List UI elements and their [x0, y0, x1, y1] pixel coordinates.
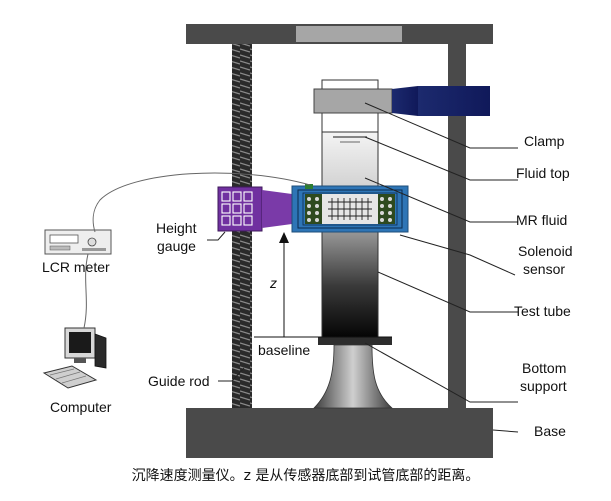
- tower: [94, 333, 107, 369]
- clamp-knob: [418, 86, 490, 116]
- height-gauge: [217, 186, 292, 232]
- label-mr-fluid: MR fluid: [516, 212, 567, 228]
- lcr-meter: [44, 229, 112, 255]
- coil-right: [378, 194, 395, 224]
- top-beam-center: [296, 26, 402, 42]
- label-solenoid-2: sensor: [523, 261, 565, 277]
- figure-caption: 沉降速度测量仪。z 是从传感器底部到试管底部的距离。: [131, 468, 480, 484]
- z-arrow-head: [279, 232, 289, 243]
- z-measurement: [254, 232, 392, 338]
- label-test-tube: Test tube: [514, 303, 571, 319]
- label-height-2: gauge: [157, 238, 196, 254]
- label-z: z: [269, 275, 277, 291]
- leader-lines: [207, 102, 519, 433]
- sensor-cable: [92, 172, 311, 233]
- right-post: [448, 44, 466, 409]
- bottom-support: [313, 337, 394, 409]
- label-lcr-meter: LCR meter: [42, 259, 110, 275]
- computer-cable: [83, 253, 89, 329]
- coil-left: [305, 194, 322, 224]
- gauge-display: [217, 186, 263, 232]
- label-solenoid-1: Solenoid: [518, 243, 573, 259]
- tube-fluid: [321, 131, 379, 338]
- label-computer: Computer: [50, 399, 112, 415]
- support-plate: [318, 337, 392, 345]
- label-bottom-2: support: [520, 378, 567, 394]
- label-height-1: Height: [156, 220, 197, 236]
- coil-windings: [307, 197, 392, 222]
- clamp-screw: [392, 86, 418, 116]
- monitor-stand: [74, 358, 86, 363]
- label-fluid-top: Fluid top: [516, 165, 570, 181]
- label-base: Base: [534, 423, 566, 439]
- lcr-display: [49, 234, 79, 244]
- support-pedestal: [313, 344, 394, 409]
- base-plate: [186, 408, 493, 458]
- monitor-screen: [69, 332, 91, 353]
- cables: [83, 172, 311, 329]
- sensor-connector: [305, 184, 313, 189]
- computer: [42, 327, 107, 389]
- label-clamp: Clamp: [524, 133, 565, 149]
- label-bottom-1: Bottom: [522, 360, 566, 376]
- clamp: [313, 86, 490, 116]
- solenoid-sensor: [291, 184, 409, 233]
- gauge-arm: [262, 190, 292, 228]
- gauge-digits: [221, 191, 253, 226]
- lcr-knob: [87, 237, 97, 247]
- keyboard: [42, 365, 98, 389]
- label-baseline: baseline: [258, 342, 310, 358]
- label-guide-rod: Guide rod: [148, 373, 209, 389]
